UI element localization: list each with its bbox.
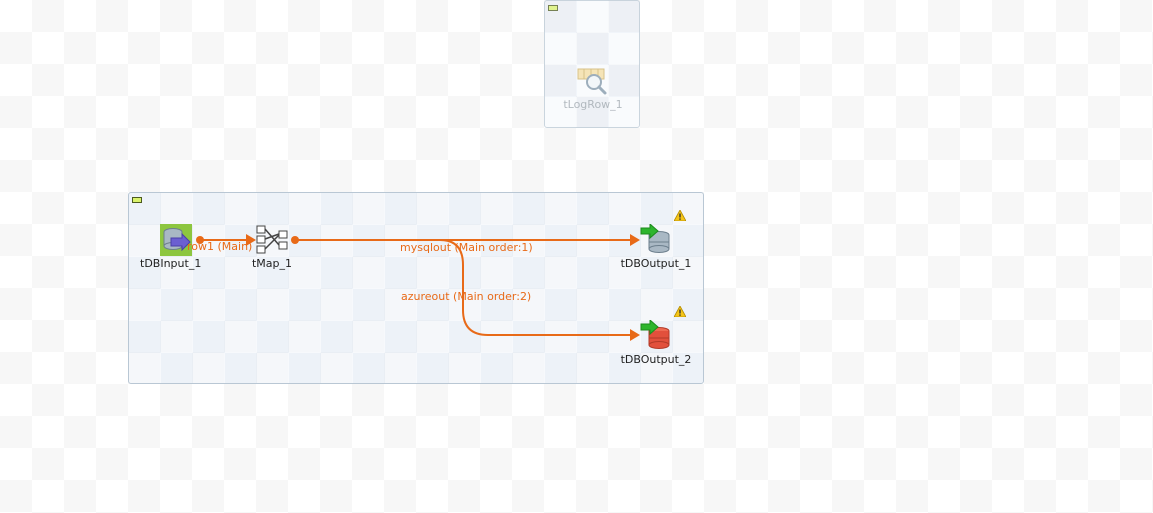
link-label-azureout[interactable]: azureout (Main order:2) xyxy=(401,290,532,303)
subjob-tlogrow[interactable]: tLogRow_1 xyxy=(544,0,640,128)
db-input-icon xyxy=(160,224,192,256)
component-label: tDBOutput_2 xyxy=(620,353,692,366)
subjob-collapse-button[interactable] xyxy=(132,197,142,203)
db-output-icon xyxy=(640,320,670,349)
component-tlogrow[interactable]: tLogRow_1 xyxy=(545,1,641,129)
warning-icon[interactable] xyxy=(674,210,686,221)
subjob-collapse-button[interactable] xyxy=(548,5,558,11)
component-label: tMap_1 xyxy=(251,257,293,270)
link-label-mysqlout[interactable]: mysqlout (Main order:1) xyxy=(400,241,533,254)
component-label: tDBInput_1 xyxy=(140,257,202,270)
link-label-row1[interactable]: row1 (Main) xyxy=(187,240,253,253)
component-label: tLogRow_1 xyxy=(563,98,623,111)
log-row-icon xyxy=(577,68,607,95)
component-tdboutput2[interactable]: tDBOutput_2 xyxy=(612,304,702,370)
component-tdboutput1[interactable]: tDBOutput_1 xyxy=(612,208,702,274)
component-label: tDBOutput_1 xyxy=(620,257,692,270)
component-tdbinput[interactable]: tDBInput_1 xyxy=(140,224,212,274)
db-output-icon xyxy=(640,224,670,253)
component-tmap[interactable]: tMap_1 xyxy=(240,224,304,274)
tmap-icon xyxy=(256,225,288,254)
warning-icon[interactable] xyxy=(674,306,686,317)
